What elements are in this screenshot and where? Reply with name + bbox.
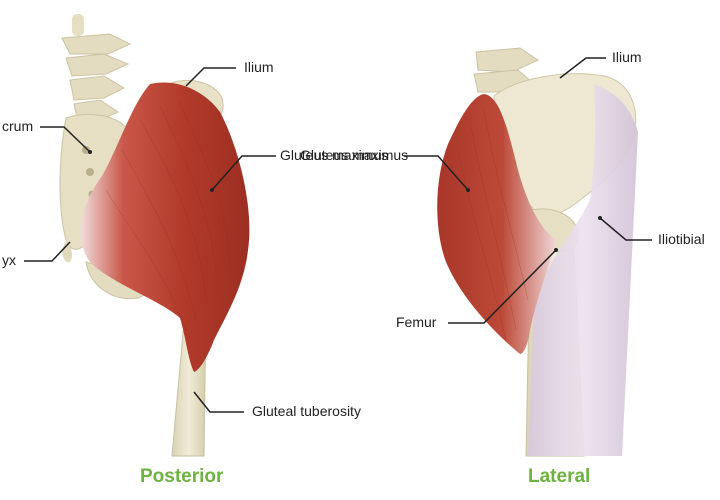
posterior-view bbox=[59, 14, 250, 457]
lateral-iliotibial-band bbox=[528, 84, 638, 456]
lateral-gluteus-maximus bbox=[437, 94, 556, 354]
label-posterior-coccyx: yx bbox=[2, 252, 16, 268]
label-lateral-femur: Femur bbox=[396, 314, 437, 330]
leader-lateral-gluteus bbox=[404, 155, 469, 191]
posterior-spine bbox=[61, 14, 132, 123]
label-lateral-iliotibial: Iliotibial bbox=[658, 231, 705, 247]
leader-posterior-gluteus bbox=[211, 155, 276, 191]
label-posterior-sacrum: crum bbox=[2, 118, 34, 134]
leader-posterior-coccyx bbox=[24, 241, 71, 262]
leader-lateral-femur bbox=[448, 249, 557, 324]
view-title-lateral: Lateral bbox=[528, 466, 591, 487]
label-posterior-ilium: Ilium bbox=[244, 59, 274, 75]
leader-lines bbox=[24, 57, 652, 413]
leader-posterior-sacrum bbox=[40, 126, 91, 153]
leader-lateral-ilium bbox=[559, 57, 606, 79]
label-posterior-gluteus-maximus: Gluteus maximus bbox=[280, 147, 389, 163]
label-lateral-ilium: Ilium bbox=[612, 49, 642, 65]
lateral-view bbox=[437, 47, 638, 457]
view-title-posterior: Posterior bbox=[140, 466, 224, 487]
leader-dots bbox=[88, 150, 602, 252]
posterior-coccyx bbox=[62, 240, 73, 263]
label-posterior-gluteal-tuberosity: Gluteal tuberosity bbox=[252, 403, 361, 419]
label-lateral-gluteus-maximus: Gluteus maximus bbox=[300, 147, 409, 163]
leader-lateral-iliotibial bbox=[599, 217, 652, 241]
leader-posterior-tuberosity bbox=[193, 391, 244, 413]
posterior-gluteus-maximus bbox=[80, 82, 250, 372]
leader-posterior-ilium bbox=[185, 67, 236, 87]
